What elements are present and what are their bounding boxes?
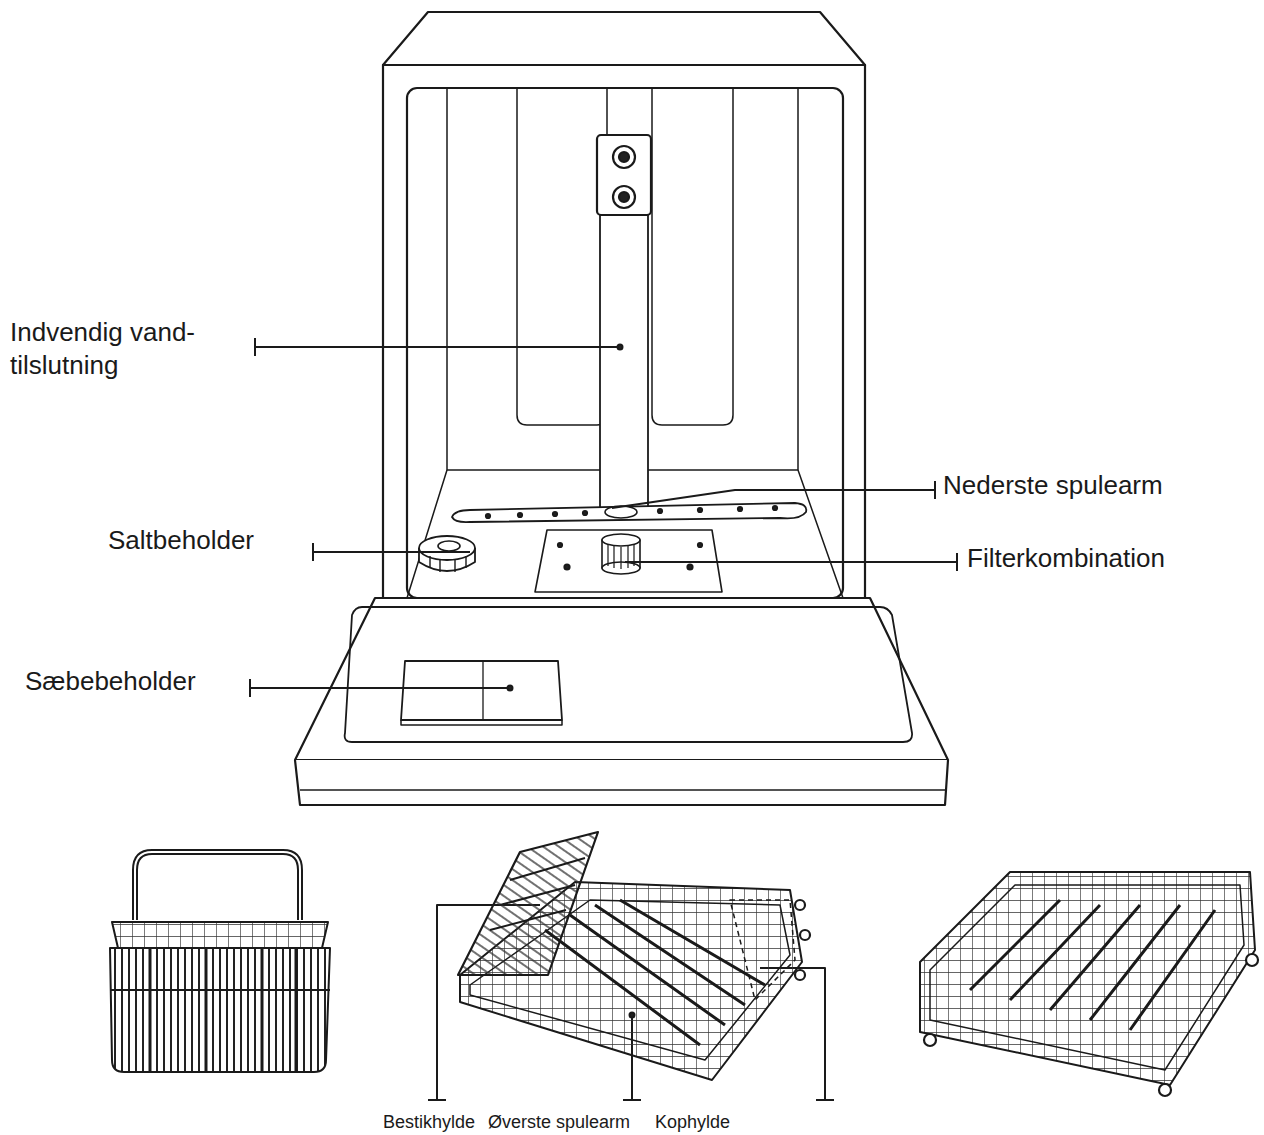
back-panel	[517, 88, 607, 425]
door-inner-panel	[345, 607, 912, 742]
part-label: Kophylde	[655, 1111, 755, 1134]
cabinet-top	[383, 12, 865, 65]
part-label: Sæbebeholder	[25, 665, 245, 698]
part-label: Øverste spulearm	[488, 1111, 653, 1134]
part-label: Saltbeholder	[108, 524, 308, 557]
door	[295, 598, 948, 760]
part-label: Indvendig vand- tilslutning	[10, 316, 230, 382]
upper-basket	[458, 832, 810, 1080]
cutlery-basket	[110, 852, 330, 1072]
pipe-mount	[597, 135, 651, 215]
door-front	[295, 760, 948, 805]
leader-lines	[250, 338, 957, 1100]
tub-opening	[407, 88, 843, 598]
salt-container	[419, 536, 475, 572]
part-label: Filterkombination	[967, 542, 1257, 575]
lower-basket	[920, 872, 1258, 1096]
part-label: Bestikhylde	[383, 1111, 493, 1134]
detergent-box	[401, 661, 562, 725]
cabinet-body	[383, 65, 865, 600]
back-panel	[652, 88, 733, 425]
filter-combination	[602, 534, 640, 574]
part-label: Nederste spulearm	[943, 469, 1243, 502]
